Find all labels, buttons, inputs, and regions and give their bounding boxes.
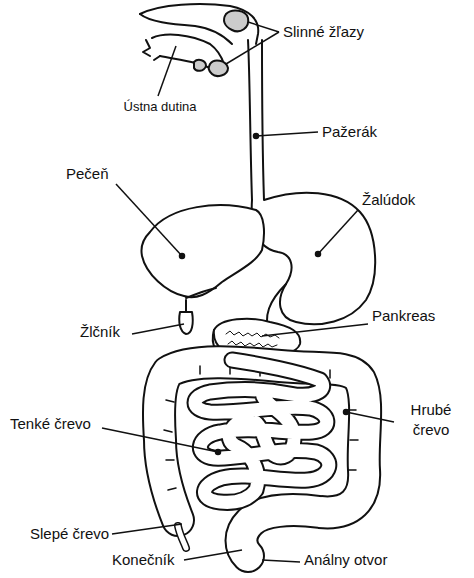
small-intestine-label: Tenké črevo <box>10 414 91 434</box>
appendix-label: Slepé črevo <box>30 524 109 544</box>
rectum-label: Konečník <box>112 550 175 570</box>
pancreas-label: Pankreas <box>372 306 435 326</box>
mouth-label: Ústna dutina <box>118 96 202 117</box>
large-intestine-label: Hrubé črevo <box>398 400 464 440</box>
gallbladder-label: Žlčník <box>80 322 120 342</box>
gland-label: Slinné žľazy <box>283 22 364 42</box>
esophagus-label: Pažerák <box>322 122 377 142</box>
stomach-label: Žalúdok <box>362 190 415 210</box>
leader-lines <box>102 22 394 562</box>
anus-label: Análny otvor <box>304 550 387 570</box>
liver-label: Pečeň <box>66 164 109 184</box>
